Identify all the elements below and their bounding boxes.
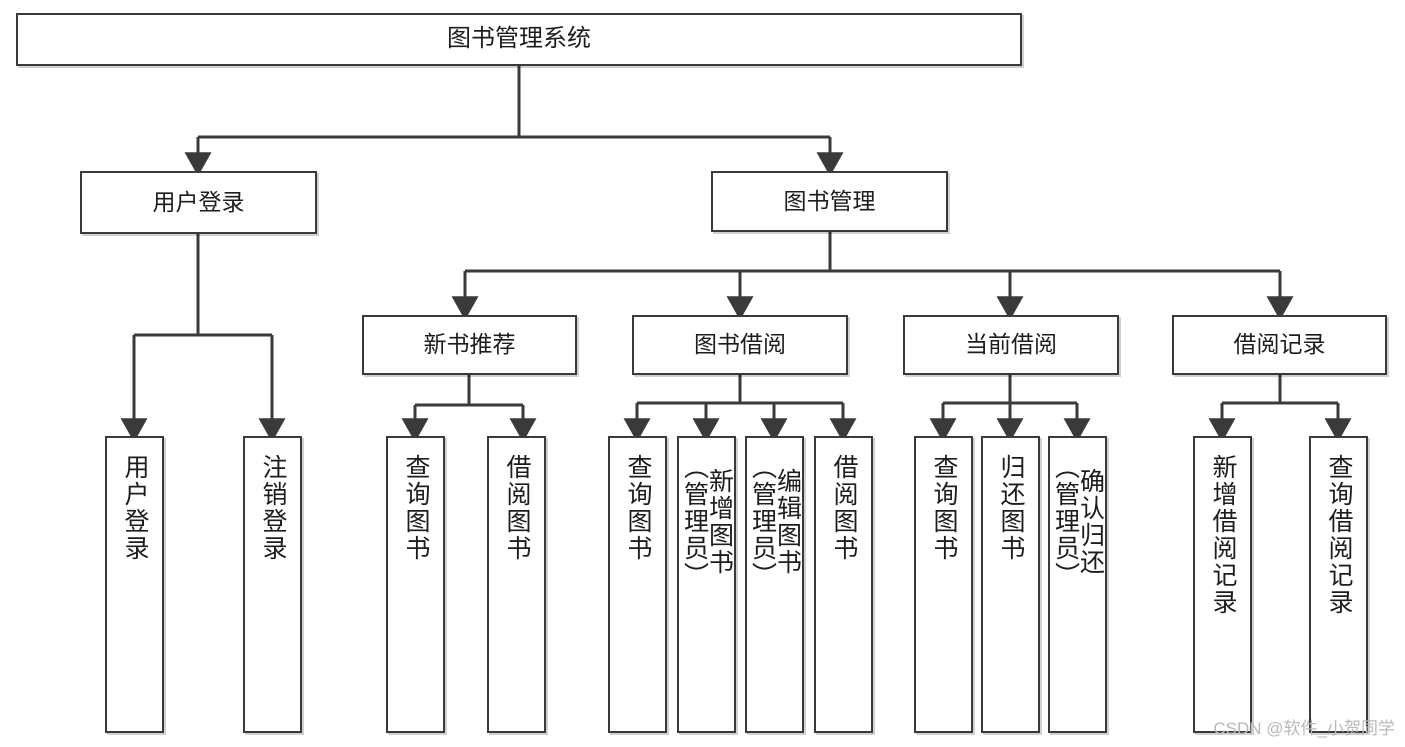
node-label: 查询借阅记录 xyxy=(1325,454,1353,616)
node-label: 图书管理 xyxy=(783,187,876,214)
node-label: 注销登录 xyxy=(259,454,287,562)
leaf-query-book-recommend[interactable]: 查询图书 xyxy=(386,436,445,733)
node-label: 借阅记录 xyxy=(1233,331,1326,358)
node-label: 查询图书 xyxy=(402,454,430,562)
node-label: 图书管理系统 xyxy=(447,25,591,53)
node-label: 借阅图书 xyxy=(503,454,531,562)
leaf-query-book-borrow[interactable]: 查询图书 xyxy=(608,436,667,733)
node-label: 新增图书 （管理员） xyxy=(680,454,734,589)
node-label: 借阅图书 xyxy=(830,454,858,562)
node-book-management[interactable]: 图书管理 xyxy=(711,171,948,232)
node-label: 归还图书 xyxy=(997,454,1025,562)
leaf-return-book[interactable]: 归还图书 xyxy=(981,436,1040,733)
leaf-query-book-current[interactable]: 查询图书 xyxy=(914,436,973,733)
leaf-add-borrow-record[interactable]: 新增借阅记录 xyxy=(1193,436,1252,733)
node-label: 新增借阅记录 xyxy=(1209,454,1237,616)
leaf-borrow-book[interactable]: 借阅图书 xyxy=(814,436,873,733)
node-label: 用户登录 xyxy=(121,454,149,562)
leaf-borrow-book-recommend[interactable]: 借阅图书 xyxy=(487,436,546,733)
node-label: 确认归还 （管理员） xyxy=(1051,454,1105,589)
leaf-user-login[interactable]: 用户登录 xyxy=(105,436,164,733)
node-label: 当前借阅 xyxy=(965,331,1057,358)
node-label: 查询图书 xyxy=(930,454,958,562)
node-label: 用户登录 xyxy=(152,188,245,215)
leaf-query-borrow-record[interactable]: 查询借阅记录 xyxy=(1309,436,1368,733)
leaf-edit-book-admin[interactable]: 编辑图书 （管理员） xyxy=(745,436,804,733)
leaf-add-book-admin[interactable]: 新增图书 （管理员） xyxy=(677,436,736,733)
node-borrowing-records[interactable]: 借阅记录 xyxy=(1172,315,1387,375)
node-label: 编辑图书 （管理员） xyxy=(748,454,802,589)
node-label: 新书推荐 xyxy=(423,331,516,358)
leaf-confirm-return-admin[interactable]: 确认归还 （管理员） xyxy=(1048,436,1107,733)
node-current-borrowing[interactable]: 当前借阅 xyxy=(903,315,1119,375)
node-root-book-management-system[interactable]: 图书管理系统 xyxy=(16,13,1022,66)
watermark-text: CSDN @软件_小贺同学 xyxy=(1213,719,1395,738)
node-label: 图书借阅 xyxy=(694,331,786,358)
node-label: 查询图书 xyxy=(624,454,652,562)
node-new-book-recommendation[interactable]: 新书推荐 xyxy=(362,315,577,375)
node-book-borrowing[interactable]: 图书借阅 xyxy=(632,315,848,375)
leaf-logout[interactable]: 注销登录 xyxy=(243,436,302,733)
node-user-login[interactable]: 用户登录 xyxy=(80,171,317,234)
